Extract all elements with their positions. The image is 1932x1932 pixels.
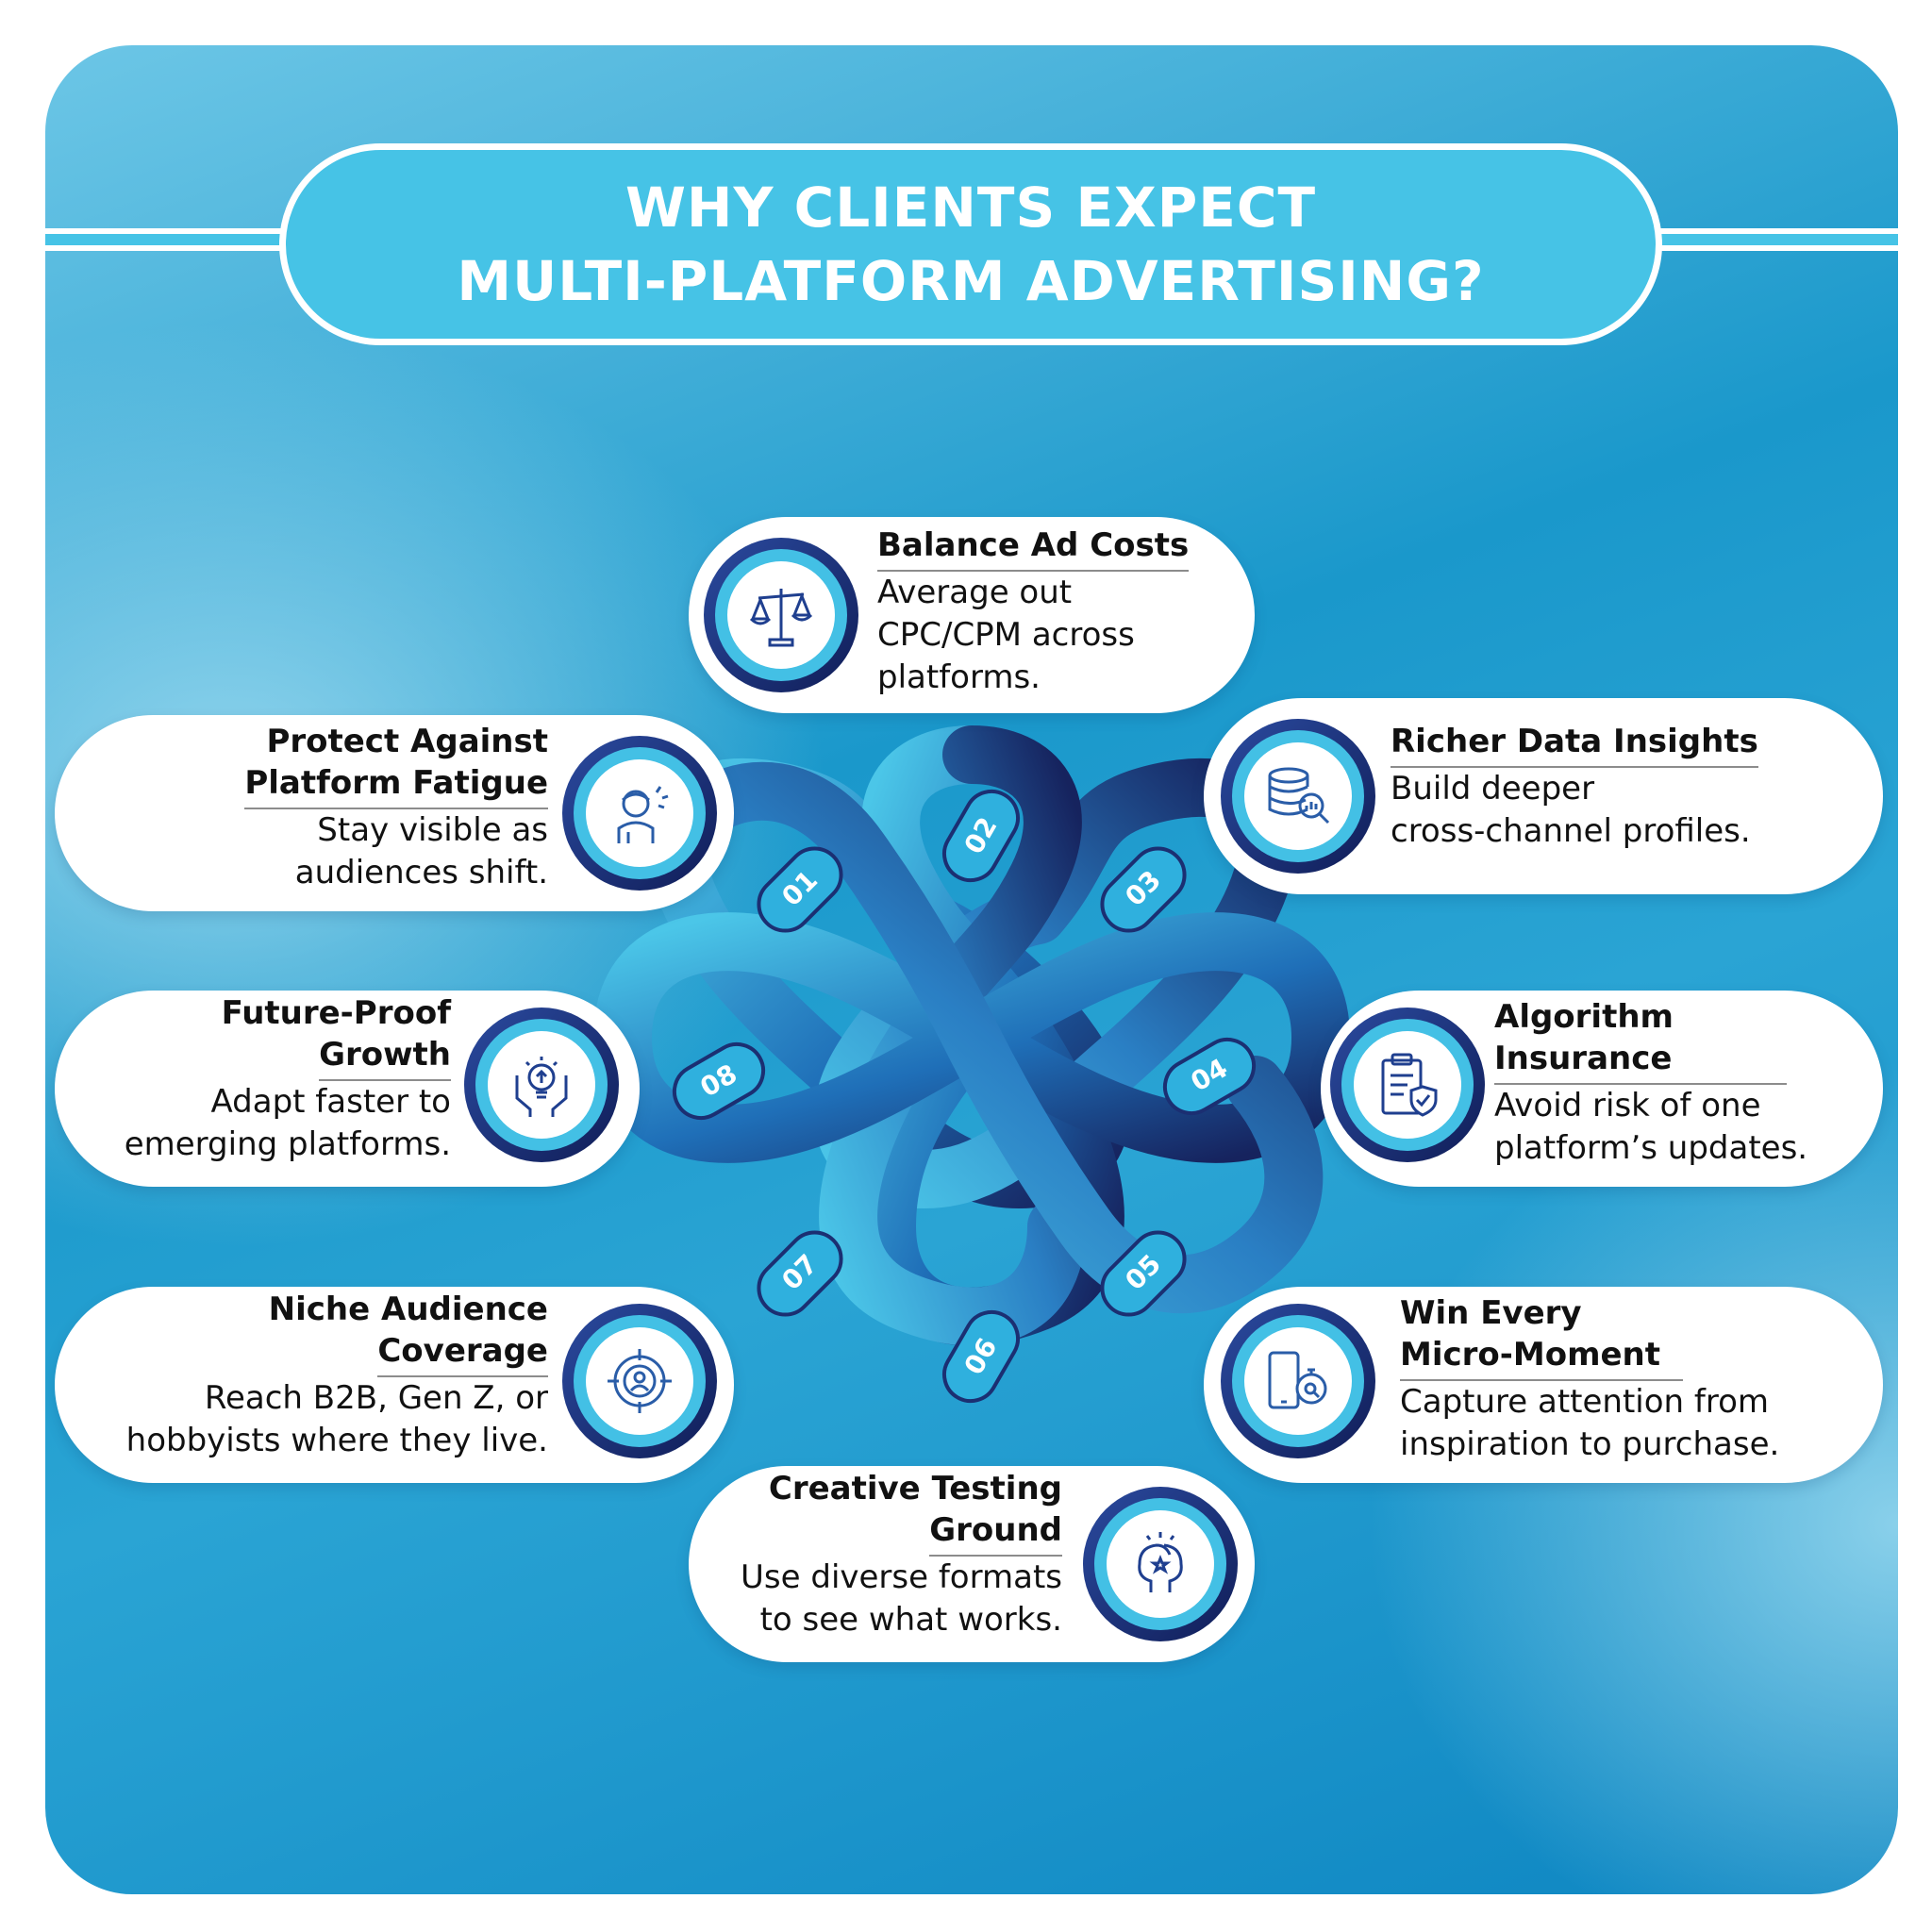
scales-icon bbox=[749, 589, 813, 647]
title-line-2: MULTI-PLATFORM ADVERTISING? bbox=[457, 249, 1485, 313]
item-05-title-2: Micro-Moment bbox=[1400, 1334, 1683, 1381]
item-07-desc-1: Reach B2B, Gen Z, or bbox=[204, 1379, 548, 1417]
item-04-desc-2: platform’s updates. bbox=[1494, 1129, 1808, 1167]
loop-ring-f bbox=[659, 761, 1324, 1314]
item-08-desc-2: emerging platforms. bbox=[124, 1125, 451, 1163]
item-02-title: Balance Ad Costs bbox=[877, 525, 1190, 572]
target-audience-icon bbox=[608, 1349, 672, 1413]
item-06-title-1: Creative Testing bbox=[768, 1470, 1062, 1507]
item-05-desc-1: Capture attention from bbox=[1400, 1383, 1770, 1421]
item-03-badge bbox=[1221, 719, 1375, 874]
item-05-badge bbox=[1221, 1304, 1375, 1458]
item-06-title-2: Ground bbox=[929, 1509, 1062, 1557]
item-08-title-2: Growth bbox=[319, 1034, 451, 1081]
database-search-icon bbox=[1268, 767, 1330, 824]
number-window-04 bbox=[1162, 1038, 1257, 1115]
item-08-desc-1: Adapt faster to bbox=[210, 1083, 452, 1121]
item-08-text: Future-Proof Growth Adapt faster to emer… bbox=[75, 992, 451, 1166]
hands-lightbulb-icon bbox=[515, 1057, 568, 1117]
item-02-desc-1: Average out bbox=[877, 574, 1073, 611]
item-05-text: Win Every Micro-Moment Capture attention… bbox=[1400, 1292, 1779, 1466]
item-02-text: Balance Ad Costs Average out CPC/CPM acr… bbox=[877, 525, 1190, 699]
item-06-desc-2: to see what works. bbox=[759, 1601, 1062, 1639]
item-01-text: Protect Against Platform Fatigue Stay vi… bbox=[185, 721, 548, 894]
number-window-05 bbox=[1100, 1230, 1187, 1317]
item-01-desc-2: audiences shift. bbox=[294, 854, 548, 891]
item-07-text: Niche Audience Coverage Reach B2B, Gen Z… bbox=[75, 1289, 548, 1462]
item-01-title-1: Protect Against bbox=[266, 723, 548, 760]
number-window-03 bbox=[1100, 846, 1187, 933]
loop-ring-e bbox=[593, 912, 1350, 1163]
item-04-title-2: Insurance bbox=[1494, 1038, 1787, 1085]
item-03-text: Richer Data Insights Build deeper cross-… bbox=[1391, 721, 1758, 853]
item-07-badge bbox=[562, 1304, 717, 1458]
item-02-badge bbox=[704, 538, 858, 692]
item-06-text: Creative Testing Ground Use diverse form… bbox=[698, 1468, 1062, 1641]
item-04-badge bbox=[1330, 1008, 1485, 1162]
item-01-badge bbox=[562, 736, 717, 891]
item-03-desc-1: Build deeper bbox=[1391, 770, 1595, 808]
item-04-text: Algorithm Insurance Avoid risk of one pl… bbox=[1494, 996, 1807, 1170]
item-03-title: Richer Data Insights bbox=[1391, 721, 1758, 768]
number-window-02 bbox=[942, 789, 1020, 883]
number-window-01 bbox=[757, 846, 843, 933]
item-04-title-1: Algorithm bbox=[1494, 998, 1674, 1036]
number-window-08 bbox=[672, 1042, 766, 1120]
item-08-title-1: Future-Proof bbox=[221, 994, 451, 1032]
item-05-desc-2: inspiration to purchase. bbox=[1400, 1425, 1780, 1463]
item-02-desc-2: CPC/CPM across bbox=[877, 616, 1135, 654]
item-08-badge bbox=[464, 1008, 619, 1162]
clipboard-shield-icon bbox=[1381, 1053, 1438, 1117]
item-01-title-2: Platform Fatigue bbox=[244, 762, 548, 809]
item-05-title-1: Win Every bbox=[1400, 1294, 1582, 1332]
item-02-desc-3: platforms. bbox=[877, 658, 1041, 696]
phone-stopwatch-icon bbox=[1268, 1351, 1327, 1409]
item-06-badge bbox=[1083, 1487, 1238, 1641]
tired-person-icon bbox=[617, 786, 669, 843]
item-07-title-2: Coverage bbox=[377, 1330, 548, 1377]
item-03-desc-2: cross-channel profiles. bbox=[1391, 812, 1751, 850]
heads-idea-icon bbox=[1138, 1532, 1183, 1592]
loop-ring-b bbox=[814, 758, 1297, 1208]
title-line-1: WHY CLIENTS EXPECT bbox=[625, 175, 1317, 240]
item-06-desc-1: Use diverse formats bbox=[741, 1558, 1062, 1596]
item-01-desc-1: Stay visible as bbox=[317, 811, 548, 849]
title-banner: WHY CLIENTS EXPECT MULTI-PLATFORM ADVERT… bbox=[279, 143, 1662, 345]
item-07-title-1: Niche Audience bbox=[268, 1291, 548, 1328]
number-window-07 bbox=[757, 1230, 843, 1317]
number-window-06 bbox=[942, 1309, 1020, 1404]
item-04-desc-1: Avoid risk of one bbox=[1494, 1087, 1761, 1124]
item-07-desc-2: hobbyists where they live. bbox=[125, 1422, 548, 1459]
